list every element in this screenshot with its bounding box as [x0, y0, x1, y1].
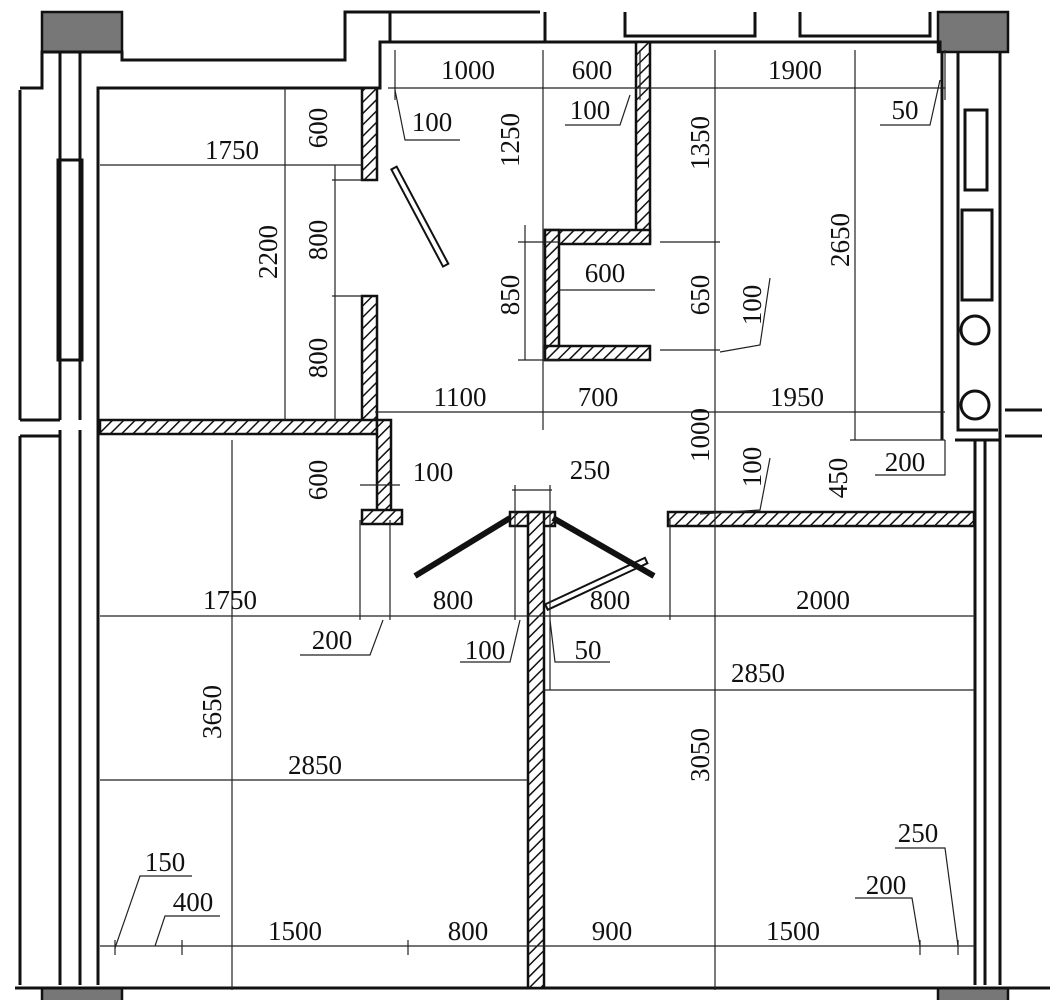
right-fixtures	[56, 108, 994, 421]
door-leaf	[390, 165, 450, 268]
wall-segment	[666, 510, 976, 528]
dim-label: 250	[898, 818, 939, 848]
wall-segment	[543, 228, 652, 246]
door-leaf-right	[551, 515, 656, 579]
dim-label: 1350	[685, 116, 715, 170]
dim-label: 1000	[441, 55, 495, 85]
dim-label: 2850	[731, 658, 785, 688]
wall-segment	[375, 418, 393, 516]
column-top-left	[40, 10, 124, 54]
dim-label: 3650	[197, 685, 227, 739]
dim-label: 50	[575, 635, 602, 665]
doors	[390, 165, 656, 612]
horizontal-dimension-labels: 1000 600 1900 100 100 50 1750 600 1100 7…	[145, 55, 939, 946]
dim-label: 2850	[288, 750, 342, 780]
dim-label: 200	[866, 870, 907, 900]
dim-label: 1250	[495, 113, 525, 167]
wall-segment	[526, 510, 546, 990]
dim-label: 100	[412, 107, 453, 137]
wall-segment	[360, 86, 379, 182]
door-leaf	[543, 556, 649, 612]
dim-label: 800	[303, 338, 333, 379]
dim-label: 600	[585, 258, 626, 288]
dim-label: 100	[737, 285, 767, 326]
wall-segment	[360, 294, 379, 428]
dim-label: 600	[303, 108, 333, 149]
dim-label: 200	[885, 447, 926, 477]
dim-label: 700	[578, 382, 619, 412]
dim-label: 600	[572, 55, 613, 85]
dim-label: 600	[303, 460, 333, 501]
dim-label: 200	[312, 625, 353, 655]
dim-label: 50	[892, 95, 919, 125]
dim-label: 400	[173, 887, 214, 917]
dim-label: 900	[592, 916, 633, 946]
dim-label: 100	[413, 457, 454, 487]
dim-label: 450	[823, 458, 853, 499]
door-leaf-left	[413, 515, 512, 579]
interior-walls	[98, 40, 976, 990]
dim-label: 1750	[205, 135, 259, 165]
dim-label: 100	[737, 447, 767, 488]
outer-walls	[15, 10, 1050, 990]
dim-label: 3050	[685, 728, 715, 782]
dim-label: 1500	[268, 916, 322, 946]
dim-label: 1000	[685, 408, 715, 462]
dim-label: 1750	[203, 585, 257, 615]
columns	[40, 10, 1010, 1000]
dim-label: 1100	[434, 382, 487, 412]
dim-label: 2000	[796, 585, 850, 615]
column-top-right	[936, 10, 1010, 54]
wall-segment	[543, 228, 561, 362]
wall-segment	[543, 344, 652, 362]
column-bottom-right	[936, 986, 1010, 1000]
dim-label: 800	[448, 916, 489, 946]
wall-segment	[360, 508, 404, 526]
dim-label: 2650	[825, 213, 855, 267]
dim-label: 800	[433, 585, 474, 615]
dim-label: 800	[590, 585, 631, 615]
dim-label: 800	[303, 220, 333, 261]
dim-label: 100	[465, 635, 506, 665]
dim-label: 650	[685, 275, 715, 316]
dim-label: 1500	[766, 916, 820, 946]
dim-label: 850	[495, 275, 525, 316]
wall-segment	[98, 418, 379, 436]
vertical-dimension-labels: 600 2200 800 800 1250 850 1350 650 100 2…	[197, 108, 855, 782]
dim-label: 1900	[768, 55, 822, 85]
dim-label: 1950	[770, 382, 824, 412]
dim-label: 100	[570, 95, 611, 125]
dim-label: 2200	[253, 225, 283, 279]
dim-label: 250	[570, 455, 611, 485]
dim-label: 150	[145, 847, 186, 877]
wall-segment	[634, 40, 652, 244]
dimension-lines	[100, 50, 975, 990]
column-bottom-left	[40, 986, 124, 1000]
